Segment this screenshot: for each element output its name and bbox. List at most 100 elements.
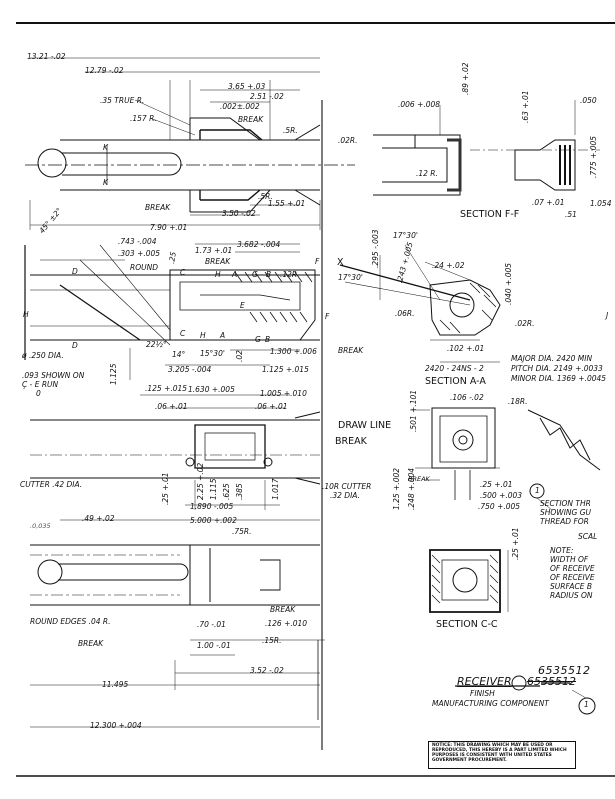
dim-102: .102 +.01 xyxy=(447,344,485,353)
radius-06: .06R. xyxy=(395,309,415,318)
dim-365: 3.65 +.03 xyxy=(228,82,266,91)
dim-5000: 5.000 +.002 xyxy=(190,516,237,525)
section-note-line-1: SECTION THR xyxy=(540,499,591,508)
label-g-top: G xyxy=(252,270,258,279)
note-line-4: SURFACE B xyxy=(550,582,592,591)
dim-750: .750 +.005 xyxy=(478,502,521,511)
partial-left-dim: .0,035 xyxy=(30,522,51,530)
note-line-3: OF RECEIVE xyxy=(550,573,595,582)
section-aa-title: SECTION A-A xyxy=(425,376,486,387)
label-b-top: B xyxy=(266,270,272,279)
section-ff-title: SECTION F-F xyxy=(460,209,520,220)
break-label-side-top: BREAK xyxy=(205,257,231,266)
note-title: NOTE: xyxy=(550,546,574,555)
dim-07: .07 +.01 xyxy=(532,198,565,207)
angle-17-30-b: 17°30' xyxy=(338,273,363,282)
dim-24: .24 +.02 xyxy=(432,261,465,270)
dim-790: 7.90 +.01 xyxy=(150,223,188,232)
dim-501: .501 +.101 xyxy=(409,389,418,432)
section-cc-bottom-hatching xyxy=(431,554,499,604)
dim-350: 3.50 -.02 xyxy=(222,209,256,218)
dim-1125-b: 1.125 +.015 xyxy=(262,365,309,374)
break-label-bottom-a: BREAK xyxy=(78,639,104,648)
dim-25-mid: .25 +.01 xyxy=(161,472,170,505)
edge-mark-j: J xyxy=(606,311,609,320)
dim-385: .385 xyxy=(235,483,244,500)
dim-89: .89 +.02 xyxy=(461,62,470,95)
dim-25-side: .25 xyxy=(167,251,178,265)
dim-25-cc: .25 +.01 xyxy=(480,480,513,489)
label-f-right: F xyxy=(325,312,330,321)
dim-02-side: .02 xyxy=(235,350,244,362)
label-a-top: A xyxy=(232,270,238,279)
note-line-1: WIDTH OF xyxy=(550,555,589,564)
dim-125-cc: 1.25 +.002 xyxy=(392,467,401,510)
dim-06-b: .06 +.01 xyxy=(255,402,288,411)
section-note-line-3: THREAD FOR xyxy=(540,517,589,526)
section-ff-outline xyxy=(373,100,600,196)
dim-106: .106 -.02 xyxy=(450,393,484,402)
shown-on-line-2: Ç - E RUN xyxy=(22,380,59,389)
round-edges-label: ROUND EDGES .04 R. xyxy=(30,617,111,626)
radius-02-aa: .02R. xyxy=(515,319,535,328)
dim-1054: 1.054 xyxy=(590,199,612,208)
category-label: MANUFACTURING COMPONENT xyxy=(432,699,549,708)
radius-5: .5R. xyxy=(283,126,298,135)
label-e: E xyxy=(240,301,245,310)
label-h-bottom: H xyxy=(200,331,206,340)
radius-02: .02R. xyxy=(338,136,358,145)
angle-14: 14° xyxy=(172,350,186,359)
radius-75: .75R. xyxy=(232,527,252,536)
dim-49: .49 +.02 xyxy=(82,514,115,523)
round-label: ROUND xyxy=(130,263,158,272)
side-view-outline xyxy=(24,243,320,380)
angle-22: 22½° xyxy=(146,340,167,349)
dim-70: .70 -.01 xyxy=(197,620,226,629)
label-x: X xyxy=(337,257,344,268)
bottom-view-outline xyxy=(30,544,325,728)
dim-11495: 11.495 xyxy=(102,680,129,689)
note-line-2: OF RECEIVE xyxy=(550,564,595,573)
dia-250: ø .250 DIA. xyxy=(22,351,64,360)
dim-251: 2.51 -.02 xyxy=(250,92,284,101)
dim-625: .625 xyxy=(222,483,231,500)
dim-050: .050 xyxy=(580,96,597,105)
finish-label: FINISH xyxy=(470,689,495,698)
section-cc-top-outline xyxy=(410,407,500,500)
label-c-top: C xyxy=(180,268,186,277)
dim-500: .500 +.003 xyxy=(480,491,523,500)
balloon-1-right: 1 xyxy=(535,486,540,495)
label-h-top: H xyxy=(215,270,221,279)
note-line-5: RADIUS ON xyxy=(550,591,593,600)
minor-dia: MINOR DIA. 1369 +.0045 xyxy=(511,374,607,383)
dim-1005: 1.005 +.010 xyxy=(260,389,307,398)
title-block-lines xyxy=(455,675,596,715)
dim-303: .303 +.005 xyxy=(118,249,161,258)
label-b-bottom: B xyxy=(265,335,271,344)
scale-note: SCAL xyxy=(578,532,598,541)
dim-225: 2.25 +.02 xyxy=(196,462,205,500)
dim-overall-12: 12.79 -.02 xyxy=(85,66,124,75)
radius-15: .15R. xyxy=(262,636,282,645)
break-label-top-a: BREAK xyxy=(238,115,264,124)
radius-12-ff: .12 R. xyxy=(416,169,438,178)
break-label-side: BREAK xyxy=(338,346,364,355)
dim-125-mid: .125 +.015 xyxy=(145,384,188,393)
dim-173: 1.73 +.01 xyxy=(195,246,233,255)
balloon-1-title: 1 xyxy=(584,700,589,709)
dim-3205: 3.205 -.004 xyxy=(168,365,212,374)
radius-12-side: .12R xyxy=(280,270,298,279)
break-label-top-b: BREAK xyxy=(145,203,171,212)
section-note-line-2: SHOWING GU xyxy=(540,508,592,517)
radius-157: .157 R. xyxy=(130,114,157,123)
dim-100: 1.00 -.01 xyxy=(197,641,231,650)
dim-1300: 1.300 +.006 xyxy=(270,347,317,356)
pitch-dia: PITCH DIA. 2149 +.0033 xyxy=(511,364,603,373)
struck-part-number: 6535512 xyxy=(527,675,576,688)
dim-006: .006 +.008 xyxy=(398,100,441,109)
dim-06-a: .06 +.01 xyxy=(155,402,188,411)
dim-1125-side: 1.125 xyxy=(109,363,118,385)
dim-3682: 3.682 -.004 xyxy=(237,240,281,249)
dim-002: .002±.002 xyxy=(220,102,260,111)
side-view-hatching xyxy=(234,271,313,323)
